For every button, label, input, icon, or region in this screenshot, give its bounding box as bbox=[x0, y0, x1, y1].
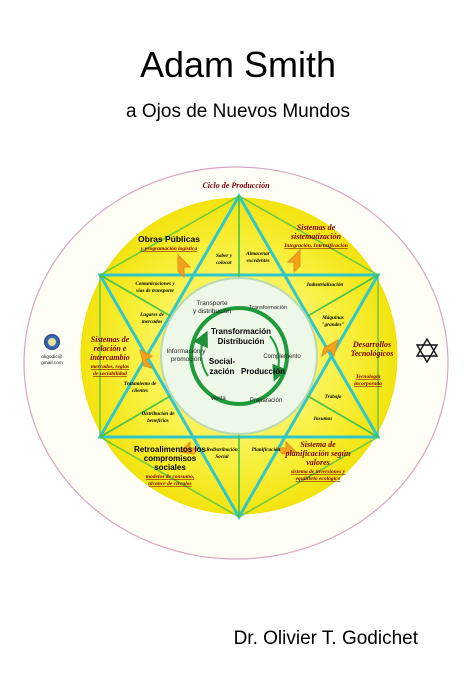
label-industrializacion: Industrialización bbox=[306, 282, 344, 288]
center-transformacion: Transformación bbox=[211, 327, 271, 336]
sector-retro-title-1: Retroalimentos los bbox=[134, 445, 207, 454]
inner-promocion: promoción bbox=[171, 356, 202, 363]
sector-sist-sub: Integración, Intensificación bbox=[283, 243, 348, 249]
book-subtitle: a Ojos de Nuevos Mundos bbox=[126, 101, 350, 122]
sector-relacion-title-2: relación e bbox=[94, 344, 127, 353]
label-almacenar: Almacenar bbox=[245, 251, 271, 257]
label-lugares: Lugares de bbox=[139, 312, 164, 318]
label-comunicaciones: Comunicaciones y bbox=[135, 281, 175, 287]
sector-retro-title-2: compromisos bbox=[144, 454, 197, 463]
label-excedentes: excedentes bbox=[246, 258, 269, 264]
sector-plan-sub-2: equilibrio ecológico bbox=[296, 476, 341, 482]
label-vias: vías de transporte bbox=[136, 288, 174, 294]
sector-relacion-title-3: intercambio bbox=[90, 353, 130, 362]
sector-desarrollos-title-2: Tecnológicos bbox=[351, 349, 394, 358]
sector-obras-title: Obras Públicas bbox=[138, 234, 200, 244]
center-social: Social- bbox=[209, 357, 236, 366]
label-distribucion-benef: Distribución de bbox=[140, 411, 175, 417]
sector-relacion-sub-2: de sociabilidad bbox=[93, 371, 127, 377]
sector-plan-title-1: Sistema de bbox=[300, 440, 336, 449]
hexagram-icon bbox=[415, 337, 439, 364]
label-maquinas: Máquinas bbox=[321, 315, 344, 321]
sector-sist-title-2: sistematización bbox=[290, 232, 342, 241]
sector-relacion-sub-1: mercados, reglas bbox=[91, 364, 129, 370]
center-distribucion: Distribución bbox=[218, 337, 265, 346]
label-insumos: Insumos bbox=[313, 416, 332, 422]
inner-distribucion: y distribución bbox=[193, 308, 231, 315]
logo-emblem bbox=[44, 334, 60, 350]
label-colocar: colocar bbox=[216, 260, 233, 266]
book-author: Dr. Olivier T. Godichet bbox=[233, 628, 418, 649]
inner-complemento: Complemento bbox=[263, 354, 301, 360]
sector-relacion-title-1: Sistemas de bbox=[91, 335, 130, 344]
label-tratamiento: Tratamiento de bbox=[124, 381, 157, 387]
sector-plan-sub-1: sistema de inversiones y bbox=[290, 469, 346, 475]
sector-sist-title-1: Sistemas de bbox=[297, 223, 336, 232]
label-social: Social bbox=[215, 454, 229, 460]
center-zacion: zación bbox=[210, 367, 235, 376]
inner-transformacion: Transformación bbox=[249, 305, 287, 311]
inner-venta: Venta bbox=[210, 396, 226, 402]
center-produccion: Producción bbox=[241, 367, 285, 376]
label-saber: Saber y bbox=[216, 253, 233, 259]
sector-retro-sub-2: alcance de círculos bbox=[148, 481, 191, 487]
inner-preparacion: Preparación bbox=[250, 398, 282, 404]
sector-retro-title-3: sociales bbox=[154, 463, 186, 472]
inner-circle bbox=[160, 277, 318, 435]
label-beneficios: beneficios bbox=[147, 418, 169, 424]
sector-plan-title-3: valores bbox=[306, 458, 330, 467]
sector-plan-title-2: planificación según bbox=[284, 449, 351, 458]
sector-desarrollos-sub-2: incorporada bbox=[354, 381, 382, 387]
logo-text-1: oligodic@ bbox=[41, 354, 62, 360]
label-grandes: "grandes" bbox=[322, 322, 345, 328]
label-planificacion: Planificación bbox=[252, 447, 281, 453]
label-trabajo: Trabajo bbox=[325, 394, 342, 400]
center-ring bbox=[189, 306, 289, 406]
label-clientes: clientes bbox=[132, 388, 148, 394]
cycle-title: Ciclo de Producción bbox=[202, 181, 270, 190]
sector-obras-sub: y programación logística bbox=[140, 246, 197, 252]
sector-desarrollos-title-1: Desarrollos bbox=[352, 340, 391, 349]
cycle-arrows bbox=[139, 248, 339, 455]
sector-desarrollos-sub-1: Tecnología bbox=[356, 374, 381, 380]
sector-retro-sub-1: modelos de consumo, bbox=[146, 474, 194, 480]
label-redistribucion: Redistribución bbox=[206, 447, 238, 453]
logo-text-2: gmail.com bbox=[41, 360, 63, 366]
inner-transporte: Transporte bbox=[196, 300, 228, 307]
inner-informacion: Información y bbox=[166, 348, 206, 355]
book-title: Adam Smith bbox=[139, 44, 337, 85]
label-mercados: mercados bbox=[142, 319, 162, 325]
